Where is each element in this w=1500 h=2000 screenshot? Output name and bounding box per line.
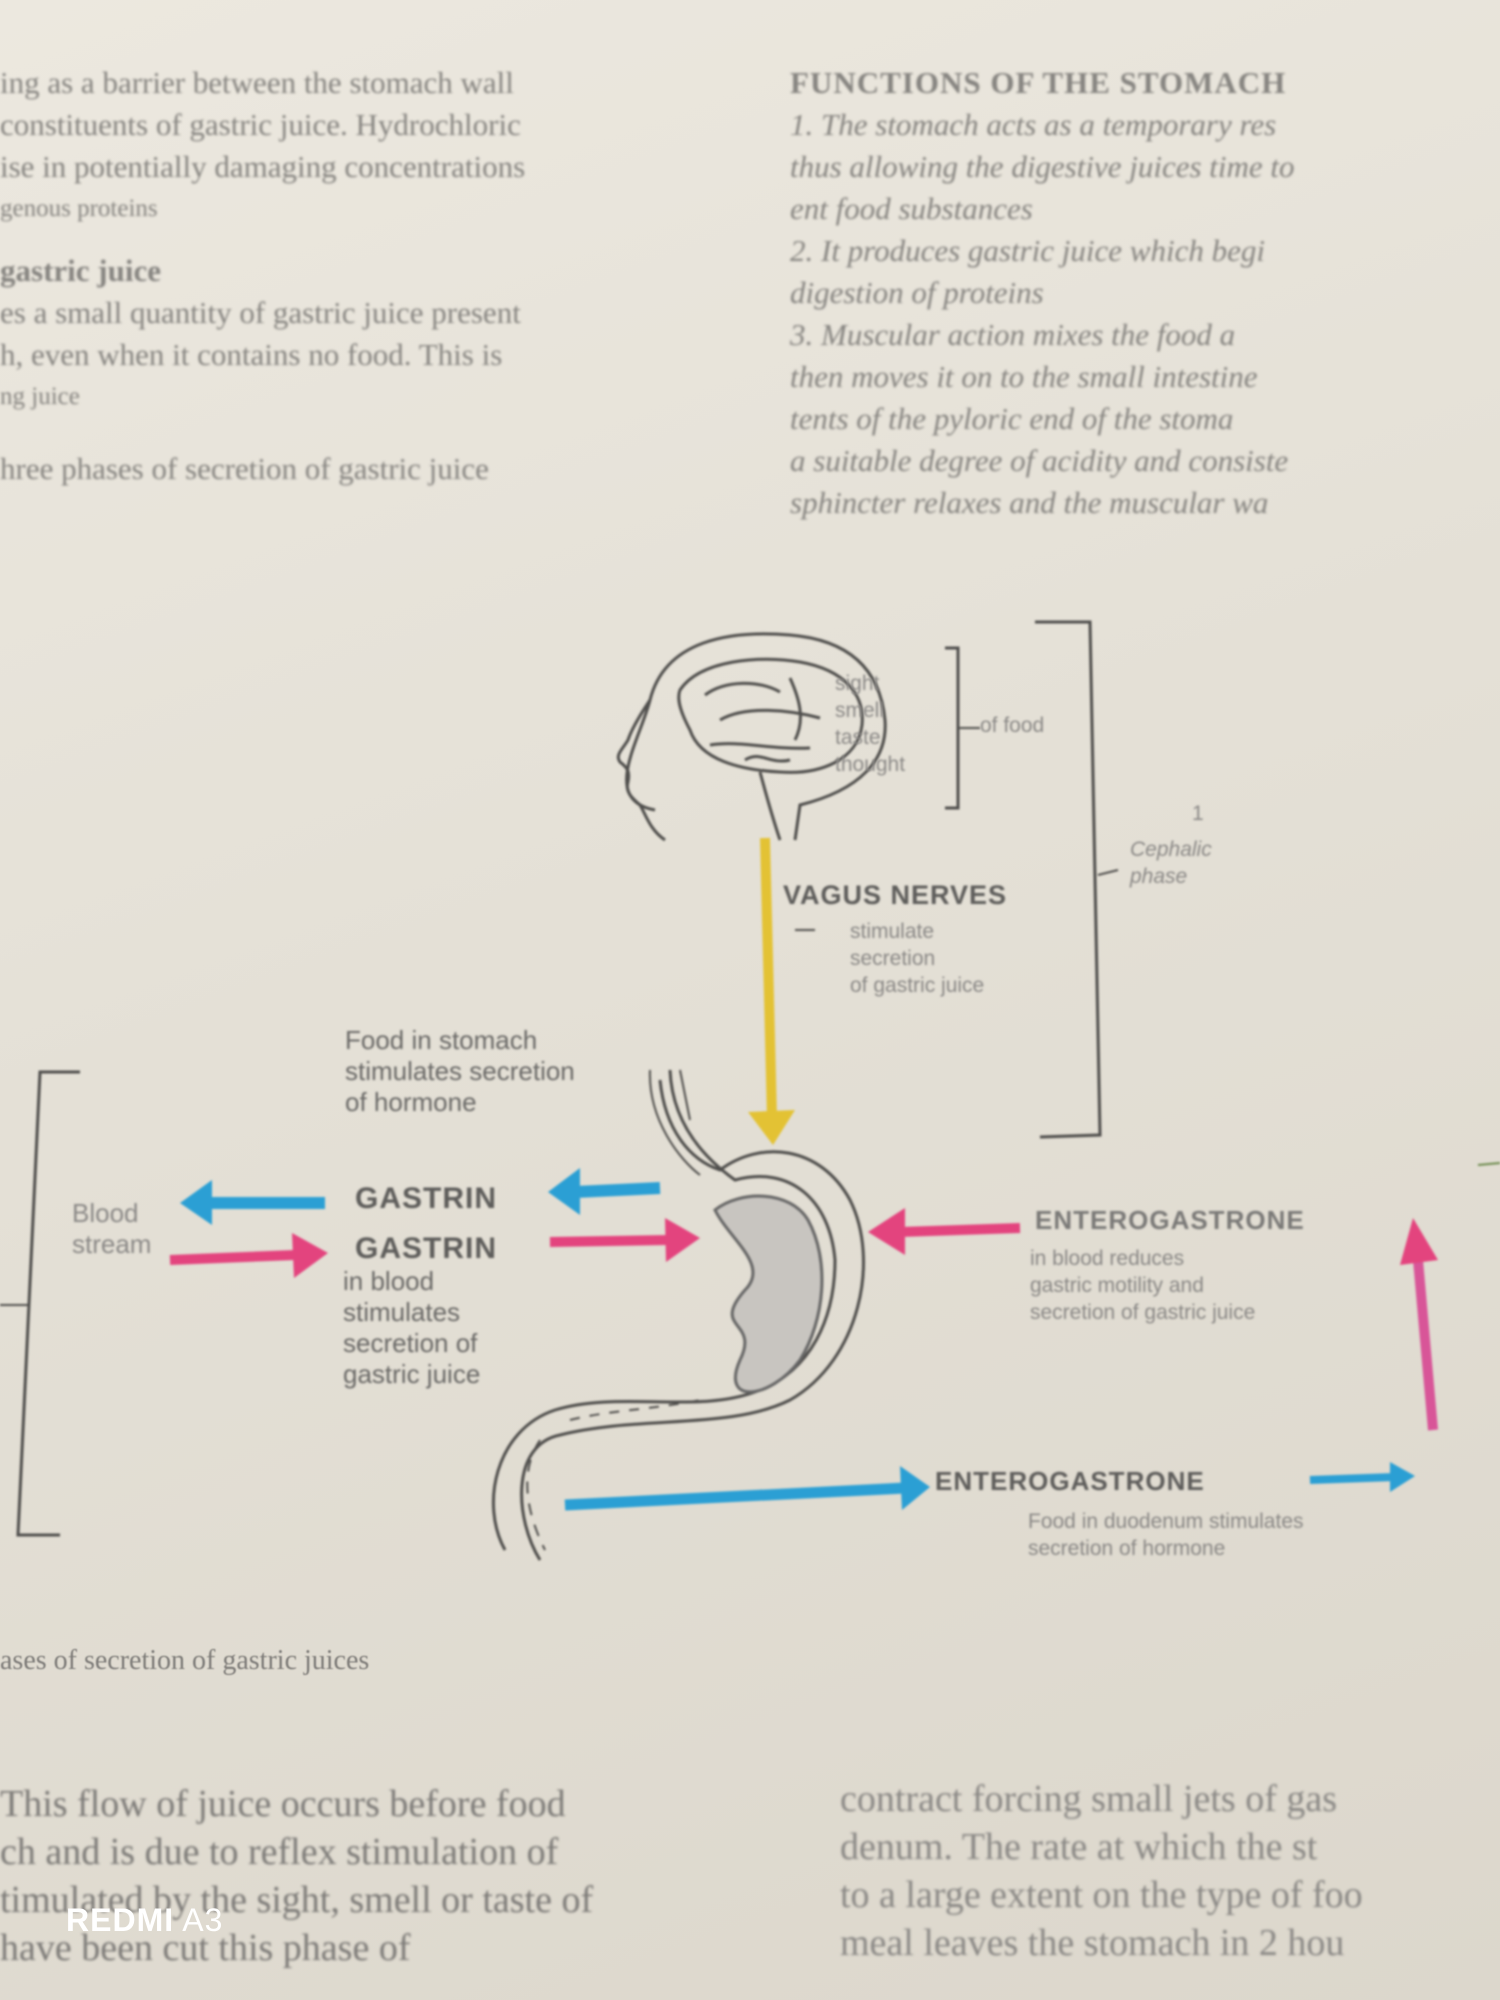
watermark-model: A3 (182, 1902, 224, 1938)
bottom-right-text-column: contract forcing small jets of gas denum… (840, 1775, 1500, 1967)
vagus-description: stimulate secretion of gastric juice (850, 920, 985, 997)
text-line: This flow of juice occurs before food (0, 1783, 566, 1825)
camera-watermark: REDMI A3 (66, 1902, 223, 1939)
text-line: 2. It produces gastric juice which begi (790, 233, 1265, 268)
text-line: ent food substances (790, 191, 1033, 226)
sense-taste: taste (835, 726, 881, 749)
enterogastrone-up-arrow (1400, 1218, 1438, 1431)
text-line: hree phases of secretion of gastric juic… (0, 451, 489, 486)
diagram-drawing (0, 620, 1500, 1561)
text-line: contract forcing small jets of gas (840, 1778, 1338, 1820)
text-line: ng juice (0, 383, 80, 410)
gastrin-out-label: GASTRIN (355, 1182, 497, 1215)
gastrin-in-label: GASTRIN (355, 1232, 497, 1265)
text-line: constituents of gastric juice. Hydrochlo… (0, 107, 521, 142)
cephalic-phase-label: Cephalic phase (1130, 838, 1212, 888)
text-line: 3. Muscular action mixes the food a (790, 317, 1236, 352)
text-line: to a large extent on the type of foo (840, 1874, 1363, 1916)
text-line: meal leaves the stomach in 2 hou (840, 1922, 1345, 1964)
cephalic-bracket (1035, 620, 1102, 1139)
of-food-label: of food (980, 714, 1045, 737)
text-line: denum. The rate at which the st (840, 1826, 1318, 1868)
section-heading: FUNCTIONS OF THE STOMACH (790, 65, 1287, 100)
blood-stream-label: Blood stream (72, 1198, 152, 1259)
text-line: timulated by the sight, smell or taste o… (0, 1879, 594, 1921)
gastrin-description: in blood stimulates secretion of gastric… (343, 1266, 481, 1389)
sense-thought: thought (835, 753, 906, 776)
enterogastrone-right-arrow (1309, 1462, 1415, 1492)
intestinal-bracket (16, 1070, 80, 1537)
text-line: 1. The stomach acts as a temporary res (790, 107, 1277, 142)
figure-caption: ases of secretion of gastric juices (0, 1645, 370, 1676)
gastrin-out-arrow (180, 1180, 325, 1225)
enterogastrone-bottom-description: Food in duodenum stimulates secretion of… (1028, 1510, 1304, 1560)
sense-sight: sight (835, 672, 880, 695)
enterogastrone-bottom-label: ENTEROGASTRONE (935, 1466, 1205, 1496)
stomach-illustration (491, 1069, 865, 1561)
text-line: a suitable degree of acidity and consist… (790, 443, 1289, 478)
text-line: es a small quantity of gastric juice pre… (0, 295, 521, 330)
enterogastrone-duodenum-arrow (564, 1466, 930, 1511)
text-line: h, even when it contains no food. This i… (0, 337, 503, 372)
text-line: then moves it on to the small intestine (790, 359, 1258, 394)
section-heading: gastric juice (0, 253, 161, 288)
cephalic-number: 1 (1192, 802, 1204, 825)
sense-smell: smell (835, 699, 885, 722)
top-left-text-column: ing as a barrier between the stomach wal… (0, 62, 740, 490)
gastrin-in-arrow (169, 1233, 328, 1278)
text-line: ch and is due to reflex stimulation of (0, 1831, 559, 1873)
head-icon (616, 632, 887, 842)
text-line: sphincter relaxes and the muscular wa (790, 485, 1269, 520)
text-line: have been cut this phase of (0, 1927, 411, 1969)
text-line: digestion of proteins (790, 275, 1044, 310)
watermark-brand: REDMI (66, 1902, 175, 1938)
text-line: ise in potentially damaging concentratio… (0, 149, 526, 184)
enterogastrone-top-label: ENTEROGASTRONE (1035, 1205, 1305, 1235)
vagus-arrow (748, 837, 795, 1145)
gastrin-from-stomach-arrow (548, 1168, 661, 1215)
gastrin-to-stomach-arrow (549, 1218, 700, 1262)
top-right-text-column: FUNCTIONS OF THE STOMACH 1. The stomach … (790, 62, 1500, 524)
senses-bracket (945, 646, 960, 810)
text-line: tents of the pyloric end of the stoma (790, 401, 1234, 436)
vagus-nerves-label: VAGUS NERVES (783, 880, 1008, 910)
enterogastrone-top-description: in blood reduces gastric motility and se… (1030, 1247, 1256, 1324)
text-line: genous proteins (0, 195, 158, 222)
enterogastrone-to-stomach-arrow (868, 1208, 1021, 1255)
text-line: ing as a barrier between the stomach wal… (0, 65, 514, 100)
bottom-left-text-column: This flow of juice occurs before food ch… (0, 1780, 800, 1972)
text-line: thus allowing the digestive juices time … (790, 149, 1295, 184)
food-in-stomach-label: Food in stomach stimulates secretion of … (345, 1025, 575, 1117)
gastric-secretion-diagram: sight smell taste thought of food 1 Ceph… (0, 600, 1500, 1600)
senses-list: sight smell taste thought (835, 670, 905, 778)
